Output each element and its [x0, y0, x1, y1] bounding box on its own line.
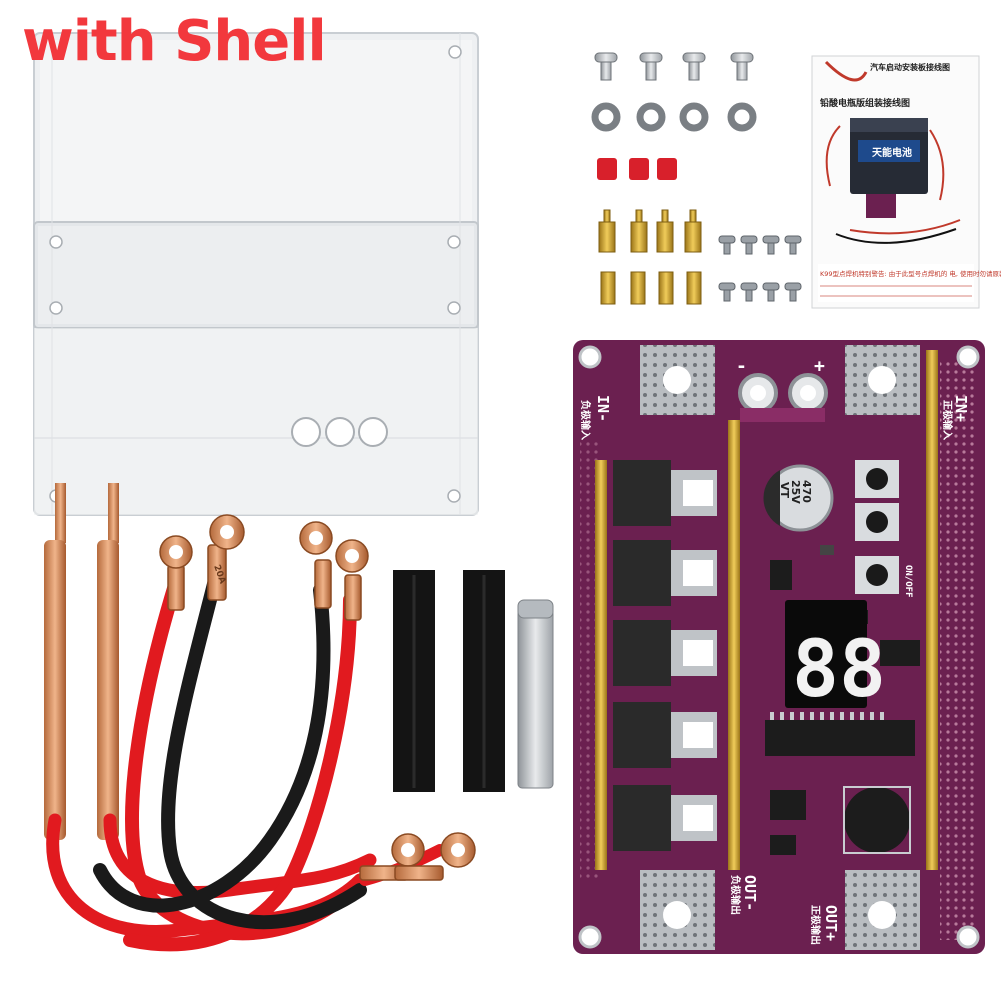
label-pos-output: 正极输出 — [809, 905, 822, 945]
nickel-strip-roll — [517, 599, 554, 789]
manual-title: 汽车启动安装板接线图 — [870, 62, 950, 72]
label-onoff: ON/OFF — [903, 565, 913, 598]
label-minus: - — [736, 356, 747, 377]
capacitor-text-3: VT — [778, 482, 791, 499]
label-in-minus: IN- — [594, 395, 612, 422]
copper-welding-pens — [44, 483, 119, 840]
display-digits: 88 — [792, 625, 886, 715]
product-caption: with Shell — [22, 9, 327, 74]
label-pos-input: 正极输入 — [941, 400, 954, 440]
terminal-pads — [640, 345, 920, 950]
ring-terminals: 20A — [159, 514, 476, 881]
label-neg-input: 负极输入 — [579, 400, 592, 440]
screws-row — [594, 52, 754, 81]
label-out-minus: OUT- — [741, 875, 759, 911]
instruction-manual: 汽车启动安装板接线图 铅酸电瓶版组装接线图 天能电池 K99型点焊机特别警告: … — [811, 55, 1001, 309]
nuts-row — [591, 102, 757, 132]
manual-battery-label: 天能电池 — [872, 146, 912, 159]
tactile-buttons — [855, 460, 899, 594]
hardware-kit — [591, 52, 802, 305]
label-neg-output: 负极输出 — [729, 875, 742, 915]
manual-warning: K99型点焊机特别警告: 由于此型号点焊机的 电, 使用时勿请原装电瓶, 档位 … — [820, 269, 1001, 278]
manual-subtitle: 铅酸电瓶版组装接线图 — [820, 97, 910, 109]
capacitor-text-2: 25V — [789, 480, 802, 504]
label-in-plus: IN+ — [952, 395, 970, 422]
led-display: 88 — [785, 600, 886, 715]
capacitor-470uf: 470 25V VT — [763, 464, 834, 532]
label-out-plus: OUT+ — [822, 905, 840, 941]
capacitor-text-1: 470 — [800, 480, 813, 503]
small-screws — [718, 235, 802, 302]
mosfet-array — [613, 460, 717, 851]
red-caps — [597, 158, 677, 180]
acrylic-shell — [33, 32, 479, 516]
spot-welder-pcb: 470 25V VT 88 — [573, 340, 985, 954]
cables — [46, 573, 446, 952]
heat-shrink-tubes — [393, 570, 505, 792]
brass-standoffs — [598, 209, 702, 305]
label-plus: + — [814, 356, 825, 377]
